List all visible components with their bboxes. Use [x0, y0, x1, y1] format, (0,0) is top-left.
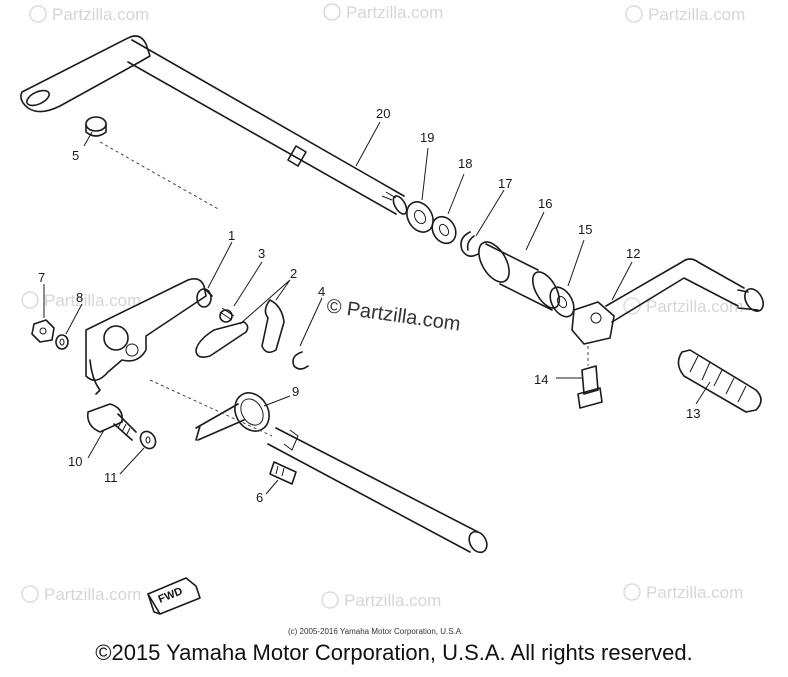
- callout-7: 7: [38, 270, 45, 285]
- svg-text:Partzilla.com: Partzilla.com: [646, 583, 743, 602]
- fwd-arrow: FWD: [147, 577, 201, 615]
- svg-text:Partzilla.com: Partzilla.com: [648, 5, 745, 24]
- callout-2: 2: [290, 266, 297, 281]
- callout-17: 17: [498, 176, 512, 191]
- part-1-shift-lever: [85, 278, 213, 395]
- callout-18: 18: [458, 156, 472, 171]
- watermark-top-right: Partzilla.com: [625, 5, 745, 24]
- part-6-pin: [269, 461, 297, 485]
- part-14-bolt: [577, 346, 603, 409]
- part-2-pawls: [195, 299, 285, 358]
- part-15-washer: [549, 286, 575, 318]
- callout-12: 12: [626, 246, 640, 261]
- part-20-shift-shaft: [20, 35, 408, 215]
- callout-19: 19: [420, 130, 434, 145]
- callout-8: 8: [76, 290, 83, 305]
- part-4-circlip: [292, 351, 309, 370]
- part-16-collar: [478, 241, 561, 311]
- watermark-top-left: Partzilla.com: [29, 5, 149, 24]
- callout-15: 15: [578, 222, 592, 237]
- svg-text:Partzilla.com: Partzilla.com: [646, 297, 743, 316]
- callout-14: 14: [534, 372, 548, 387]
- watermark-bottom-left: Partzilla.com: [21, 585, 141, 604]
- lower-shaft: [149, 379, 488, 554]
- svg-text:Partzilla.com: Partzilla.com: [52, 5, 149, 24]
- callout-11: 11: [104, 470, 118, 485]
- part-9-return-spring: [195, 392, 270, 441]
- part-10-bolt: [86, 403, 137, 441]
- callout-6: 6: [256, 490, 263, 505]
- watermark-right-middle: Partzilla.com: [623, 297, 743, 316]
- inner-copyright: (c) 2005-2016 Yamaha Motor Corporation, …: [288, 627, 463, 636]
- callout-1: 1: [228, 228, 235, 243]
- callout-16: 16: [538, 196, 552, 211]
- part-19-washer: [406, 201, 434, 233]
- callout-5: 5: [72, 148, 79, 163]
- svg-text:Partzilla.com: Partzilla.com: [44, 291, 141, 310]
- part-5-bushing: [85, 116, 221, 211]
- svg-text:Partzilla.com: Partzilla.com: [344, 591, 441, 610]
- watermark-left-middle: Partzilla.com: [21, 291, 141, 310]
- callout-20: 20: [376, 106, 390, 121]
- callout-9: 9: [292, 384, 299, 399]
- part-17-circlip: [460, 231, 479, 258]
- watermark-bottom-right: Partzilla.com: [623, 583, 743, 602]
- svg-text:Partzilla.com: Partzilla.com: [44, 585, 141, 604]
- center-watermark: © Partzilla.com: [325, 295, 462, 336]
- watermark-top-middle: Partzilla.com: [323, 3, 443, 22]
- part-8-washer: [55, 334, 69, 350]
- footer-copyright: ©2015 Yamaha Motor Corporation, U.S.A. A…: [95, 640, 693, 665]
- callout-3: 3: [258, 246, 265, 261]
- part-13-pedal-rubber: [677, 349, 762, 413]
- callout-13: 13: [686, 406, 700, 421]
- callout-4: 4: [318, 284, 325, 299]
- leader-lines: [43, 121, 711, 495]
- part-12-shift-pedal: [571, 258, 764, 345]
- svg-text:Partzilla.com: Partzilla.com: [346, 3, 443, 22]
- part-18-washer: [431, 215, 457, 245]
- callout-labels: 20 19 18 17 16 15 12 5 1 3 2 4 7 8 9 6 1…: [38, 106, 700, 505]
- part-3-spring: [219, 307, 235, 323]
- part-11-washer: [139, 430, 157, 450]
- part-7-nut: [31, 319, 55, 343]
- watermark-bottom-middle: Partzilla.com: [321, 591, 441, 610]
- callout-10: 10: [68, 454, 82, 469]
